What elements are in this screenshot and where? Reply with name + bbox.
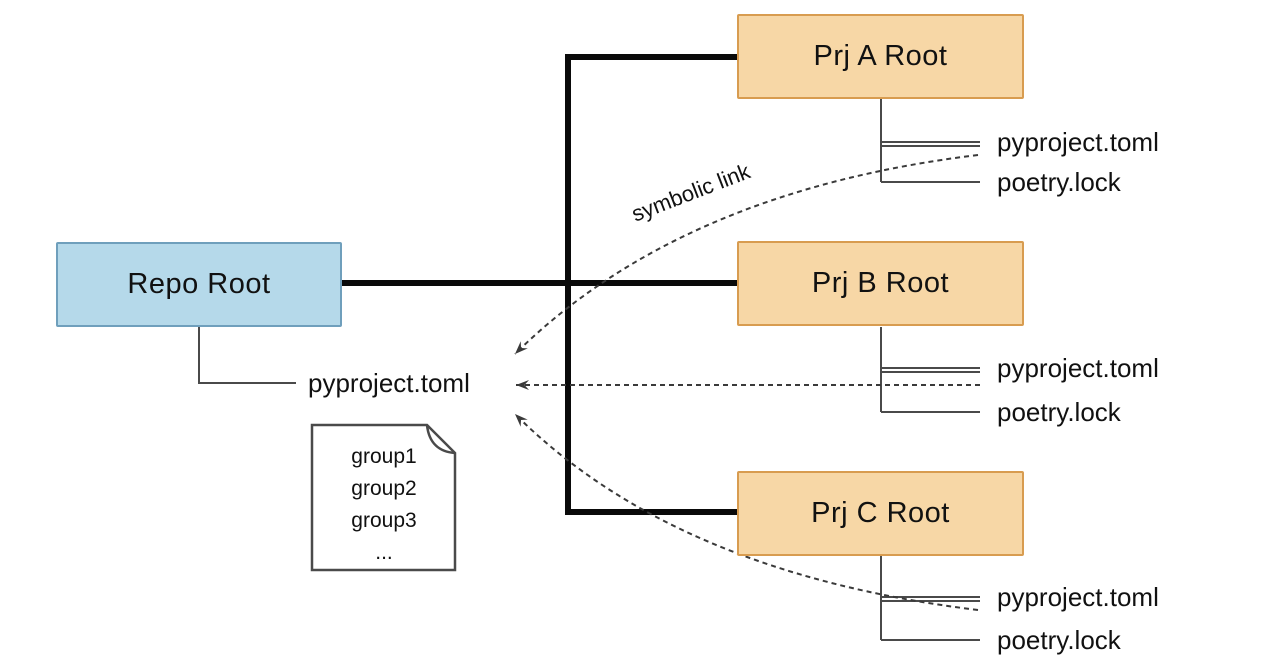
document-line-group1: group1: [351, 445, 417, 468]
prj-a-pyproject-label: pyproject.toml: [997, 127, 1159, 157]
symlink-arrow-a: [514, 154, 979, 355]
prj-c-root-box: Prj C Root: [737, 471, 1024, 556]
prj-b-pyproject-label: pyproject.toml: [997, 353, 1159, 383]
prj-c-pyproject-label: pyproject.toml: [997, 582, 1159, 612]
prj-a-root-box: Prj A Root: [737, 14, 1024, 99]
repo-pyproject-label: pyproject.toml: [308, 368, 470, 398]
repo-root-label: Repo Root: [127, 268, 271, 300]
repo-root-box: Repo Root: [56, 242, 342, 327]
prj-c-root-label: Prj C Root: [811, 497, 950, 529]
prj-c-file-tree-line: [880, 556, 980, 641]
document-icon: [310, 423, 457, 572]
document-line-ellipsis: ...: [375, 541, 393, 564]
document-group-list: group1 group2 group3 ...: [322, 441, 446, 569]
prj-b-file-tree-line: [880, 327, 980, 413]
prj-b-root-box: Prj B Root: [737, 241, 1024, 326]
document-line-group2: group2: [351, 477, 417, 500]
prj-c-poetrylock-label: poetry.lock: [997, 625, 1121, 655]
prj-b-root-label: Prj B Root: [811, 267, 950, 299]
trunk-connector: [342, 54, 740, 515]
repo-file-tree-line: [198, 327, 296, 384]
prj-a-poetrylock-label: poetry.lock: [997, 167, 1121, 197]
prj-a-file-tree-line: [880, 99, 980, 183]
prj-b-poetrylock-label: poetry.lock: [997, 397, 1121, 427]
prj-a-root-label: Prj A Root: [813, 40, 948, 72]
document-line-group3: group3: [351, 509, 417, 532]
symlink-arrow-c: [514, 413, 979, 611]
